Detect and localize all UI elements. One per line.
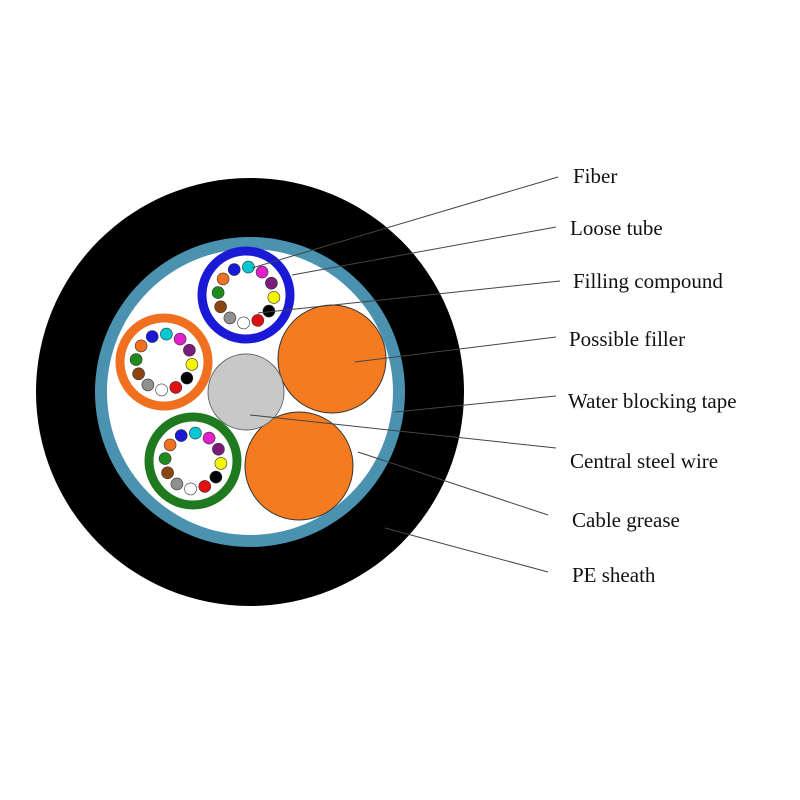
leader-cable-grease bbox=[357, 451, 549, 516]
fiber bbox=[212, 442, 225, 456]
fiber bbox=[237, 316, 250, 330]
fiber-group bbox=[211, 260, 281, 330]
fiber bbox=[251, 314, 265, 327]
fiber bbox=[161, 466, 174, 480]
loose-tube-blue bbox=[197, 246, 295, 344]
fiber bbox=[158, 452, 172, 465]
fiber bbox=[183, 343, 196, 357]
fiber bbox=[242, 260, 255, 274]
central-steel-wire bbox=[207, 353, 285, 431]
label-fiber: Fiber bbox=[573, 164, 617, 188]
fiber-group bbox=[158, 426, 228, 496]
label-water-blocking-tape: Water blocking tape bbox=[568, 389, 737, 413]
fiber bbox=[129, 353, 143, 366]
label-filling-compound: Filling compound bbox=[573, 269, 723, 293]
fiber bbox=[160, 327, 173, 341]
leader-water-blocking-tape bbox=[394, 395, 557, 413]
fiber bbox=[184, 482, 197, 496]
leader-pe-sheath bbox=[384, 527, 549, 573]
loose-tube-green bbox=[144, 412, 242, 510]
fiber bbox=[216, 272, 230, 286]
label-possible-filler: Possible filler bbox=[569, 327, 685, 351]
fiber bbox=[163, 438, 177, 452]
label-central-steel-wire: Central steel wire bbox=[570, 449, 718, 473]
fiber bbox=[211, 286, 225, 299]
fiber bbox=[145, 330, 159, 343]
fiber bbox=[141, 378, 155, 392]
fiber bbox=[265, 276, 278, 290]
fiber bbox=[180, 371, 194, 385]
loose-tube-orange bbox=[115, 313, 213, 411]
fiber bbox=[198, 480, 212, 493]
fiber bbox=[134, 339, 148, 353]
filler-bottom bbox=[244, 411, 354, 521]
label-loose-tube: Loose tube bbox=[570, 216, 663, 240]
fiber bbox=[214, 300, 227, 314]
fiber bbox=[202, 431, 216, 445]
leader-loose-tube bbox=[291, 226, 557, 276]
fiber bbox=[173, 332, 187, 346]
fiber bbox=[209, 470, 223, 484]
fiber bbox=[174, 429, 188, 442]
fiber bbox=[169, 381, 183, 394]
leader-possible-filler bbox=[354, 336, 557, 363]
fiber bbox=[185, 358, 199, 371]
fiber-group bbox=[129, 327, 199, 397]
leader-filling-compound bbox=[257, 280, 561, 314]
fiber bbox=[267, 291, 281, 304]
label-cable-grease: Cable grease bbox=[572, 508, 680, 532]
label-pe-sheath: PE sheath bbox=[572, 563, 656, 587]
leader-fiber bbox=[251, 176, 559, 269]
fiber bbox=[155, 383, 168, 397]
filler-top bbox=[277, 304, 387, 414]
fiber bbox=[223, 311, 237, 325]
fiber bbox=[255, 265, 269, 279]
leader-central-steel-wire bbox=[249, 414, 557, 449]
fiber bbox=[170, 477, 184, 491]
fiber bbox=[189, 426, 202, 440]
fiber bbox=[227, 263, 241, 276]
fiber bbox=[214, 457, 228, 470]
fiber bbox=[132, 367, 145, 381]
